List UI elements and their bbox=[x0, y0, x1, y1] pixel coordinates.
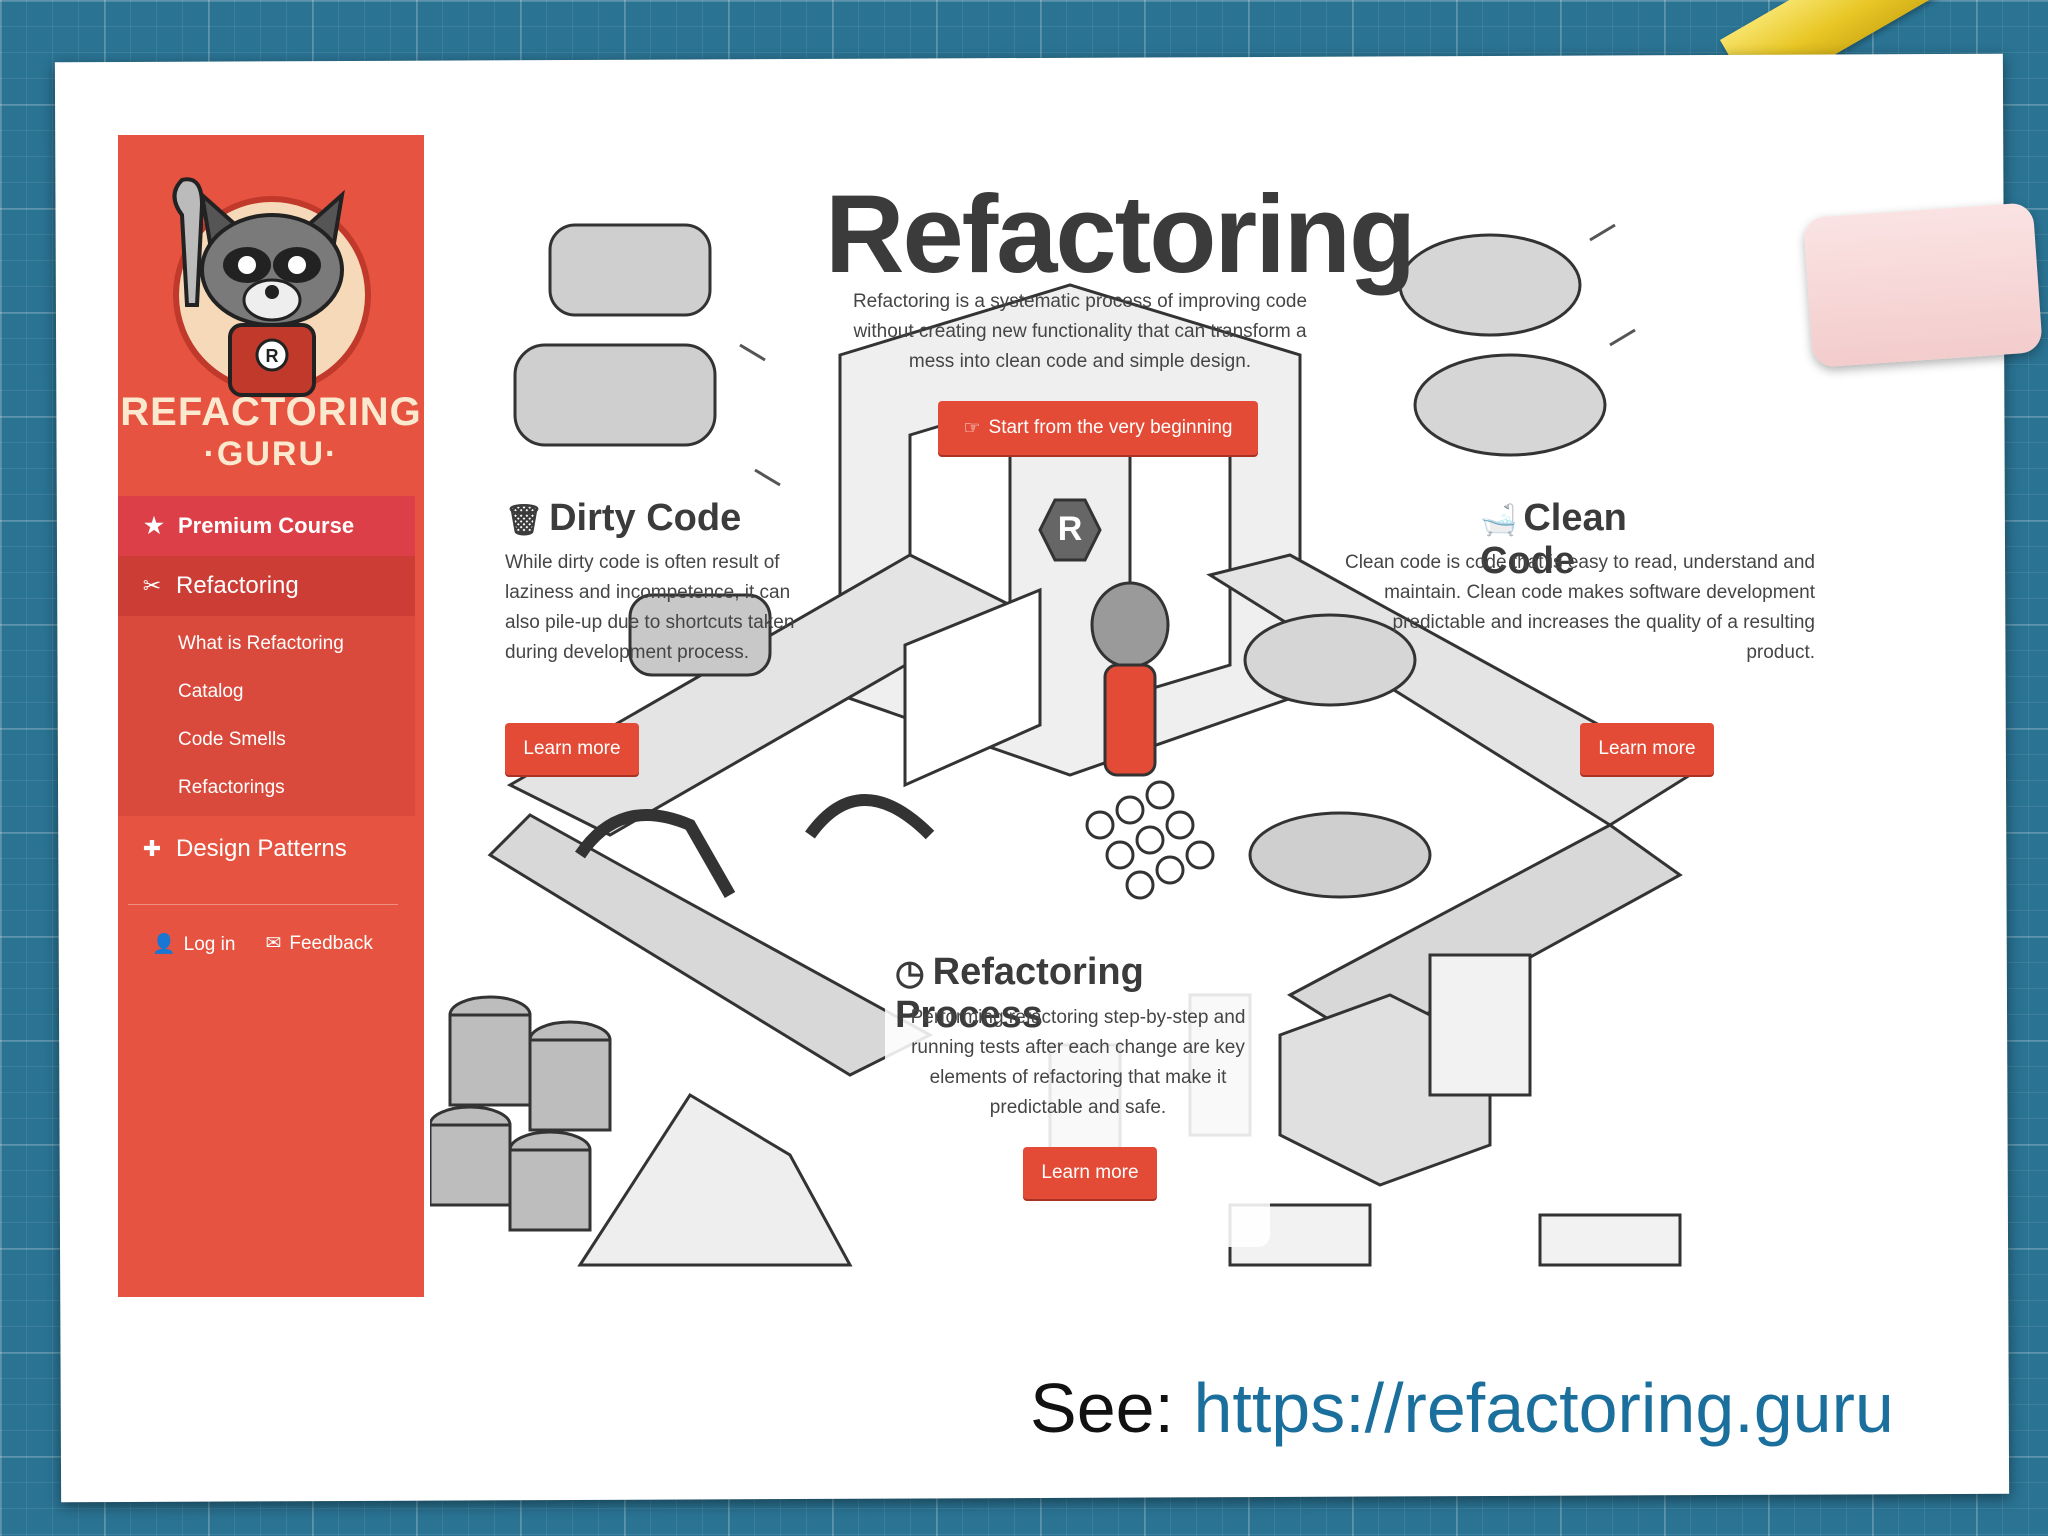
clock-icon: ◷ bbox=[895, 954, 925, 992]
dirty-code-text: While dirty code is often result of lazi… bbox=[505, 552, 795, 663]
sidebar-divider bbox=[128, 904, 398, 905]
refactoring-process-heading: ◷Refactoring Process bbox=[895, 951, 1255, 1037]
feedback-link[interactable]: ✉ Feedback bbox=[265, 932, 372, 956]
clean-code-title: Clean Code bbox=[1480, 497, 1627, 582]
page-title: Refactoring bbox=[825, 173, 1416, 296]
refactoring-guru-link[interactable]: https://refactoring.guru bbox=[1193, 1369, 1894, 1447]
sidebar-item-premium-course[interactable]: ★ Premium Course bbox=[118, 496, 415, 556]
start-button-label: Start from the very beginning bbox=[988, 417, 1233, 438]
dirty-code-title: Dirty Code bbox=[549, 497, 742, 539]
svg-text:R: R bbox=[266, 346, 279, 366]
feedback-label: Feedback bbox=[289, 933, 373, 954]
sidebar-item-label: Design Patterns bbox=[176, 835, 347, 862]
sidebar-footer-links: 👤 Log in ✉ Feedback bbox=[152, 932, 373, 956]
pointing-hand-icon: ☞ bbox=[963, 417, 981, 439]
sidebar-subitem-catalog[interactable]: Catalog bbox=[178, 681, 244, 702]
trash-icon: 🗑 bbox=[505, 504, 544, 537]
clean-code-text: Clean code is code that is easy to read,… bbox=[1344, 552, 1815, 663]
sidebar-item-label: Refactoring bbox=[176, 572, 299, 599]
main-content: R Refactoring Refactoring is a systemati… bbox=[430, 135, 1815, 1297]
login-label: Log in bbox=[183, 934, 236, 955]
clean-code-heading: 🛁Clean Code bbox=[1480, 497, 1720, 583]
sidebar-item-refactoring[interactable]: ✂ Refactoring bbox=[118, 556, 415, 616]
svg-text:R: R bbox=[1058, 510, 1083, 548]
refactoring-process-learn-more-button[interactable]: Learn more bbox=[1023, 1147, 1157, 1199]
scissors-icon: ✂ bbox=[142, 573, 162, 598]
see-prefix: See: bbox=[1030, 1369, 1194, 1447]
star-icon: ★ bbox=[144, 513, 164, 538]
sidebar: R REFACTORING ·GURU· ★ Premium Course ✂ … bbox=[118, 135, 424, 1297]
refactoring-subnav: What is Refactoring Catalog Code Smells … bbox=[118, 616, 415, 816]
brand-name-guru[interactable]: ·GURU· bbox=[203, 435, 339, 473]
raccoon-logo-icon[interactable]: R bbox=[142, 155, 402, 425]
intro-text: Refactoring is a systematic process of i… bbox=[852, 291, 1308, 372]
refactoring-process-text: Performing refactoring step-by-step and … bbox=[910, 1007, 1246, 1118]
sidebar-subitem-refactorings[interactable]: Refactorings bbox=[178, 777, 285, 798]
sidebar-subitem-code-smells[interactable]: Code Smells bbox=[178, 729, 286, 750]
sidebar-item-label: Premium Course bbox=[178, 513, 355, 538]
envelope-icon: ✉ bbox=[265, 933, 282, 954]
clean-code-learn-more-button[interactable]: Learn more bbox=[1580, 723, 1714, 775]
puzzle-icon: ✚ bbox=[142, 836, 162, 861]
user-icon: 👤 bbox=[152, 934, 176, 955]
refactoring-process-title: Refactoring Process bbox=[895, 951, 1144, 1036]
start-from-beginning-button[interactable]: ☞ Start from the very beginning bbox=[938, 401, 1258, 455]
sidebar-item-design-patterns[interactable]: ✚ Design Patterns bbox=[118, 818, 415, 880]
login-link[interactable]: 👤 Log in bbox=[152, 932, 235, 956]
eraser-decoration bbox=[1803, 202, 2043, 368]
dirty-code-learn-more-button[interactable]: Learn more bbox=[505, 723, 639, 775]
bathtub-icon: 🛁 bbox=[1480, 504, 1518, 537]
brand-name[interactable]: REFACTORING bbox=[120, 390, 422, 434]
see-caption: See: https://refactoring.guru bbox=[1030, 1368, 1894, 1448]
sidebar-nav: ★ Premium Course ✂ Refactoring What is R… bbox=[118, 496, 415, 880]
sidebar-subitem-what-is-refactoring[interactable]: What is Refactoring bbox=[178, 633, 344, 654]
dirty-code-heading: 🗑Dirty Code bbox=[505, 497, 741, 540]
